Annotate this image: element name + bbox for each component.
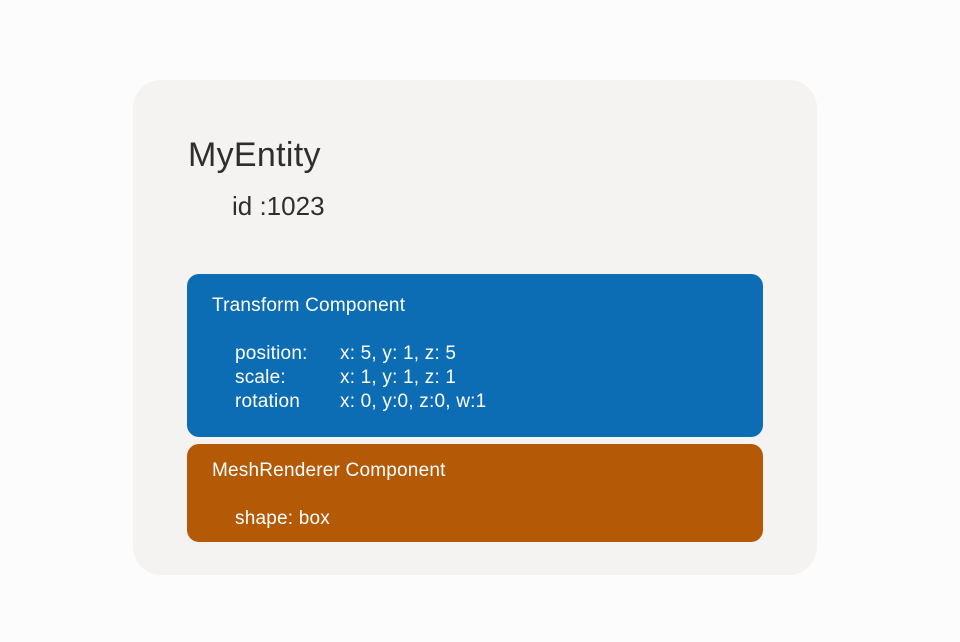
- property-label: shape: box: [235, 508, 330, 529]
- property-row-scale: scale: x: 1, y: 1, z: 1: [235, 366, 486, 390]
- property-value: x: 0, y:0, z:0, w:1: [340, 391, 487, 412]
- entity-card: MyEntity id :1023 Transform Component po…: [133, 80, 817, 575]
- transform-component-card: Transform Component position: x: 5, y: 1…: [187, 274, 763, 437]
- property-value: x: 5, y: 1, z: 5: [340, 343, 457, 364]
- transform-properties: position: x: 5, y: 1, z: 5 scale: x: 1, …: [235, 342, 486, 414]
- entity-title: MyEntity: [188, 136, 321, 174]
- property-label: scale:: [235, 367, 286, 388]
- property-label: position:: [235, 343, 308, 364]
- transform-component-title: Transform Component: [212, 295, 406, 316]
- property-label: rotation: [235, 391, 300, 412]
- property-row-position: position: x: 5, y: 1, z: 5: [235, 342, 486, 366]
- meshrenderer-properties: shape: box: [235, 507, 330, 531]
- property-row-rotation: rotation x: 0, y:0, z:0, w:1: [235, 390, 486, 414]
- meshrenderer-component-card: MeshRenderer Component shape: box: [187, 444, 763, 542]
- meshrenderer-component-title: MeshRenderer Component: [212, 460, 446, 481]
- property-row-shape: shape: box: [235, 507, 330, 531]
- property-value: x: 1, y: 1, z: 1: [340, 367, 457, 388]
- entity-id: id :1023: [232, 191, 325, 221]
